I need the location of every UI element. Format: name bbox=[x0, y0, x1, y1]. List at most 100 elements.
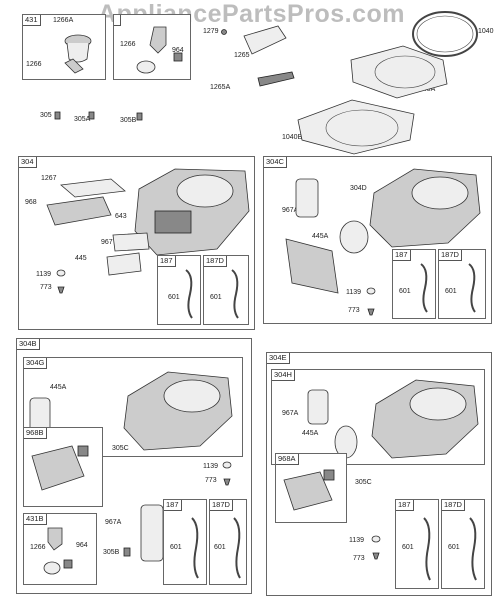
blower-housing-icon bbox=[123, 371, 233, 451]
part-label: 967A bbox=[282, 410, 299, 417]
part-label: 305B bbox=[120, 117, 137, 124]
part-label: 601 bbox=[399, 288, 411, 295]
sub-box-187: 187 601 bbox=[163, 499, 207, 585]
part-label: 773 bbox=[353, 555, 365, 562]
part-label: 967 bbox=[101, 239, 113, 246]
sub-box-431B-tag: 431B bbox=[24, 514, 47, 525]
sub-box-968A-tag: 968A bbox=[276, 454, 299, 465]
screen-ring-icon bbox=[412, 11, 478, 57]
filter-element-icon bbox=[307, 389, 329, 425]
washer-icon bbox=[56, 269, 66, 294]
sub-box-968B: 968B bbox=[23, 427, 103, 507]
box-304C-tag: 304C bbox=[264, 157, 287, 168]
breather-hose-icon bbox=[43, 527, 73, 575]
part-label: 964 bbox=[76, 542, 88, 549]
sub-box-187-tag: 187 bbox=[158, 256, 176, 267]
box-304C: 304C 304D 967A 445A 1139 773 187 601 187… bbox=[263, 156, 492, 324]
sub-box-187: 187 601 bbox=[395, 499, 439, 589]
wire-link-icon bbox=[233, 517, 241, 579]
part-label: 305B bbox=[103, 549, 120, 556]
part-label: 1040 bbox=[478, 28, 494, 35]
part-label: 601 bbox=[210, 294, 222, 301]
blower-housing-icon bbox=[369, 168, 481, 248]
part-label: 601 bbox=[170, 544, 182, 551]
part-label: 305 bbox=[40, 112, 52, 119]
box-1266: 1266 964 bbox=[113, 14, 191, 80]
part-label: 968 bbox=[25, 199, 37, 206]
air-cleaner-cover-icon bbox=[283, 469, 335, 511]
part-label: 1266A bbox=[53, 17, 74, 24]
washer-icon bbox=[366, 287, 376, 316]
wire-link-icon bbox=[423, 517, 431, 581]
wire-link-icon bbox=[191, 517, 199, 579]
sub-box-304G-tag: 304G bbox=[24, 358, 48, 369]
blower-housing-icon bbox=[134, 168, 250, 256]
sub-box-187-tag: 187 bbox=[396, 500, 414, 511]
part-label: 967A bbox=[282, 207, 299, 214]
wire-link-icon bbox=[469, 517, 477, 581]
breather-hose-icon bbox=[136, 26, 183, 74]
part-label: 964 bbox=[172, 47, 184, 54]
part-label: 601 bbox=[214, 544, 226, 551]
part-label: 1267 bbox=[41, 175, 57, 182]
part-label: 1139 bbox=[346, 289, 362, 296]
filter-element-icon bbox=[339, 220, 369, 254]
blower-housing-icon bbox=[371, 379, 479, 459]
wire-link-icon bbox=[420, 263, 428, 313]
part-label: 305C bbox=[355, 479, 372, 486]
sub-box-968A: 968A bbox=[275, 453, 347, 523]
box-304B: 304B 304G 445A 968B 305C 1139 773 967A 3… bbox=[16, 338, 252, 594]
part-label: 643 bbox=[115, 213, 127, 220]
sub-box-187D-tag: 187D bbox=[439, 250, 462, 261]
air-cleaner-cover-icon bbox=[31, 445, 89, 491]
baffle-icon bbox=[221, 25, 295, 87]
part-label: 445A bbox=[50, 384, 67, 391]
box-431: 431 1266A 1266 bbox=[22, 14, 106, 80]
box-304: 304 1267 968 643 967 445 1139 773 187 60… bbox=[18, 156, 255, 330]
sub-box-431B: 431B 1266 964 bbox=[23, 513, 97, 585]
part-label: 967A bbox=[105, 519, 122, 526]
sub-box-187D-tag: 187D bbox=[442, 500, 465, 511]
part-label: 1266 bbox=[120, 41, 136, 48]
sub-box-187D-tag: 187D bbox=[210, 500, 233, 511]
sub-box-187D-tag: 187D bbox=[204, 256, 227, 267]
part-label: 773 bbox=[205, 477, 217, 484]
washer-icon bbox=[222, 461, 232, 486]
filter-element-icon bbox=[106, 232, 150, 276]
wire-link-icon bbox=[468, 263, 476, 313]
air-cleaner-cover-icon bbox=[46, 178, 126, 226]
part-label: 1139 bbox=[203, 463, 219, 470]
wire-link-icon bbox=[185, 269, 193, 319]
part-label: 1266 bbox=[30, 544, 46, 551]
sub-box-187D: 187D 601 bbox=[209, 499, 247, 585]
sub-box-187D: 187D 601 bbox=[438, 249, 486, 319]
sub-box-187-tag: 187 bbox=[164, 500, 182, 511]
part-label: 601 bbox=[448, 544, 460, 551]
box-304B-tag: 304B bbox=[17, 339, 40, 350]
part-label: 1265A bbox=[210, 84, 231, 91]
box-304E-tag: 304E bbox=[267, 353, 290, 364]
part-label: 1040B bbox=[282, 134, 303, 141]
part-label: 601 bbox=[402, 544, 414, 551]
part-label: 445A bbox=[302, 430, 319, 437]
screw-icon bbox=[123, 547, 131, 557]
part-label: 773 bbox=[348, 307, 360, 314]
blower-plate-icon bbox=[297, 99, 415, 155]
part-label: 445 bbox=[75, 255, 87, 262]
sub-box-187: 187 601 bbox=[157, 255, 201, 325]
filter-element-icon bbox=[295, 178, 319, 218]
sub-box-187: 187 601 bbox=[392, 249, 436, 319]
sub-box-187D: 187D 601 bbox=[441, 499, 485, 589]
sub-box-187-tag: 187 bbox=[393, 250, 411, 261]
breather-tube-icon bbox=[64, 34, 92, 74]
sub-box-968B-tag: 968B bbox=[24, 428, 47, 439]
part-label: 773 bbox=[40, 284, 52, 291]
part-label: 601 bbox=[445, 288, 457, 295]
part-label: 1279 bbox=[203, 28, 219, 35]
air-cleaner-cover-icon bbox=[285, 238, 339, 294]
shroud-plate-icon bbox=[350, 45, 448, 99]
part-label: 304D bbox=[350, 185, 367, 192]
box-431-tag: 431 bbox=[23, 15, 41, 26]
part-label: 601 bbox=[168, 294, 180, 301]
part-label: 305A bbox=[74, 116, 91, 123]
